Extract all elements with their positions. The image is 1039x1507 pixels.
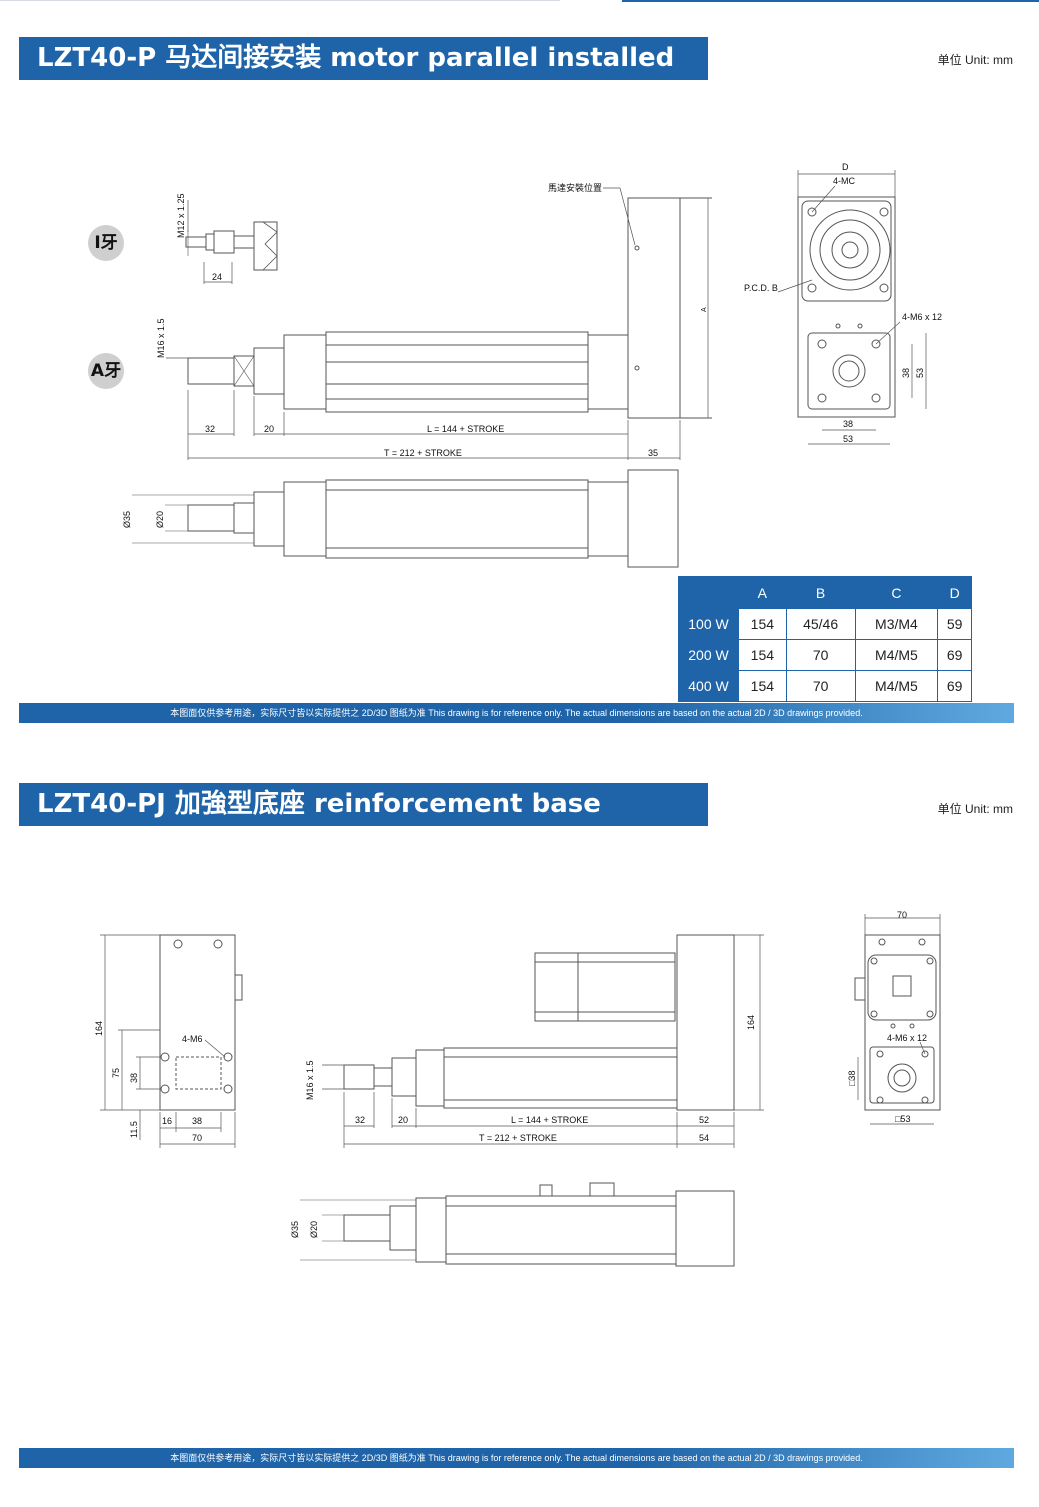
actuator-side-view bbox=[187, 197, 712, 419]
dim-20-label: 20 bbox=[264, 424, 274, 434]
i-thread-badge: I牙 bbox=[88, 225, 124, 261]
m6x12-label: 4-M6 x 12 bbox=[887, 1033, 927, 1043]
m6x12-label: 4-M6 x 12 bbox=[902, 312, 942, 322]
row-power: 400 W bbox=[678, 670, 739, 702]
dim-24-label: 24 bbox=[212, 272, 222, 282]
top-accent-line bbox=[622, 0, 1039, 2]
dim-54-label: 54 bbox=[699, 1133, 709, 1143]
actuator-end-view bbox=[797, 196, 896, 418]
dim-164-right: 164 bbox=[746, 1015, 756, 1030]
m16-thread-label: M16 x 1.5 bbox=[156, 318, 166, 358]
section2-title: LZT40-PJ 加強型底座 reinforcement base bbox=[19, 783, 708, 826]
section1-title: LZT40-P 马达间接安装 motor parallel installed bbox=[19, 37, 708, 80]
dim-32-label: 32 bbox=[355, 1115, 365, 1125]
dim-20-label: 20 bbox=[398, 1115, 408, 1125]
dim-16-label: 16 bbox=[162, 1116, 172, 1126]
section2-unit-label: 单位 Unit: mm bbox=[937, 802, 1013, 816]
cell-B: 70 bbox=[785, 670, 856, 702]
base-right-end-view bbox=[854, 934, 941, 1111]
pcd-label: P.C.D. B bbox=[744, 283, 778, 293]
m6-label: 4-M6 bbox=[182, 1034, 203, 1044]
dim-164-left: 164 bbox=[94, 1021, 104, 1036]
table-row: 200 W 154 70 M4/M5 69 bbox=[678, 639, 972, 671]
base-side-view bbox=[343, 934, 735, 1111]
i-thread-dims bbox=[187, 200, 233, 284]
cell-A: 154 bbox=[738, 639, 787, 671]
base-bottom-view bbox=[300, 1182, 735, 1267]
base-end-view-dims bbox=[100, 934, 236, 1148]
top-divider bbox=[0, 0, 560, 1]
diameter-20-label: Ø20 bbox=[309, 1221, 319, 1238]
dim-32-label: 32 bbox=[205, 424, 215, 434]
spec-header-C: C bbox=[854, 576, 939, 609]
base-right-end-view-dims bbox=[857, 914, 941, 1125]
side-view-dims bbox=[166, 187, 709, 460]
cell-B: 70 bbox=[785, 639, 856, 671]
diameter-20-label: Ø20 bbox=[155, 511, 165, 528]
section1-unit-label: 单位 Unit: mm bbox=[937, 53, 1013, 67]
section2-footer-note: 本图面仅供参考用途，实际尺寸皆以实际提供之 2D/3D 图纸为准 This dr… bbox=[19, 1448, 1014, 1468]
m16-thread-label: M16 x 1.5 bbox=[305, 1060, 315, 1100]
base-side-view-dims bbox=[322, 934, 764, 1148]
cell-D: 69 bbox=[937, 639, 972, 671]
i-thread-rod-end bbox=[185, 221, 278, 271]
spec-header-corner bbox=[678, 576, 739, 609]
m12-thread-label: M12 x 1.25 bbox=[176, 193, 186, 238]
dim-70-top: 70 bbox=[897, 910, 907, 920]
motor-position-label: 馬達安裝位置 bbox=[548, 182, 602, 193]
cell-D: 59 bbox=[937, 608, 972, 640]
spec-header-D: D bbox=[937, 576, 972, 609]
square-38-label: □38 bbox=[847, 1071, 857, 1086]
L-stroke-label: L = 144 + STROKE bbox=[427, 424, 504, 434]
base-end-view bbox=[159, 934, 243, 1111]
motor-spec-table: A B C D 100 W 154 45/46 M3/M4 59 200 W 1… bbox=[678, 576, 972, 702]
dim-D-label: D bbox=[842, 162, 849, 172]
section1-footer-note: 本图面仅供参考用途，实际尺寸皆以实际提供之 2D/3D 图纸为准 This dr… bbox=[19, 703, 1014, 723]
dim-70-left: 70 bbox=[192, 1133, 202, 1143]
T-stroke-label: T = 212 + STROKE bbox=[384, 448, 462, 458]
table-row: 400 W 154 70 M4/M5 69 bbox=[678, 670, 972, 702]
cell-A: 154 bbox=[738, 670, 787, 702]
diameter-35-label: Ø35 bbox=[290, 1221, 300, 1238]
T-stroke-label: T = 212 + STROKE bbox=[479, 1133, 557, 1143]
spec-header-A: A bbox=[738, 576, 787, 609]
actuator-bottom-view bbox=[132, 469, 679, 568]
section1-drawing: 馬達安裝位置 M12 x 1.25 24 M16 x 1.5 32 20 L =… bbox=[122, 162, 942, 568]
dim-38-vertical: 38 bbox=[129, 1073, 139, 1083]
a-thread-badge: A牙 bbox=[88, 353, 124, 389]
dim-53-horizontal: 53 bbox=[843, 434, 853, 444]
dim-53-vertical: 53 bbox=[915, 368, 925, 378]
end-view-dims bbox=[777, 170, 927, 445]
cell-D: 69 bbox=[937, 670, 972, 702]
row-power: 100 W bbox=[678, 608, 739, 640]
dim-38-horizontal: 38 bbox=[192, 1116, 202, 1126]
table-row: 100 W 154 45/46 M3/M4 59 bbox=[678, 608, 972, 640]
cell-C: M4/M5 bbox=[854, 670, 939, 702]
square-53-label: □53 bbox=[895, 1114, 910, 1124]
row-power: 200 W bbox=[678, 639, 739, 671]
dim-38-horizontal: 38 bbox=[843, 419, 853, 429]
dim-35-label: 35 bbox=[648, 448, 658, 458]
dim-11-5-label: 11.5 bbox=[129, 1121, 139, 1138]
dim-52-label: 52 bbox=[699, 1115, 709, 1125]
cell-A: 154 bbox=[738, 608, 787, 640]
mc-label: 4-MC bbox=[833, 176, 855, 186]
spec-table-header-row: A B C D bbox=[678, 576, 972, 609]
diameter-35-label: Ø35 bbox=[122, 511, 132, 528]
cell-B: 45/46 bbox=[785, 608, 856, 640]
dim-A-label: A bbox=[701, 307, 708, 312]
L-stroke-label: L = 144 + STROKE bbox=[511, 1115, 588, 1125]
cell-C: M4/M5 bbox=[854, 639, 939, 671]
dim-75-label: 75 bbox=[111, 1068, 121, 1078]
dim-38-vertical: 38 bbox=[901, 368, 911, 378]
